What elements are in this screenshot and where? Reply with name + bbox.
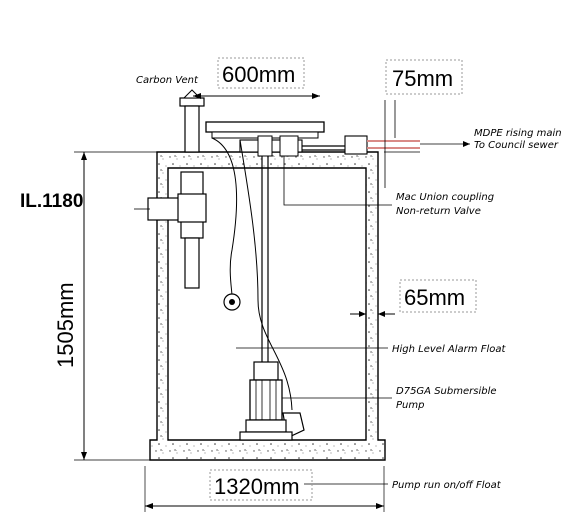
coupling-label-2: Non-return Valve bbox=[396, 206, 481, 217]
submersible-pump bbox=[239, 361, 293, 441]
depth-dimension bbox=[74, 151, 160, 461]
width-value: 1320mm bbox=[214, 474, 300, 499]
alarm-float-label: High Level Alarm Float bbox=[392, 344, 506, 355]
pump-label-1: D75GA Submersible bbox=[396, 386, 497, 397]
coupling-label-1: Mac Union coupling bbox=[396, 192, 494, 203]
invert-level-label: IL.1180 bbox=[20, 191, 83, 212]
pipe-size-dimension bbox=[384, 100, 396, 188]
width-dimension bbox=[144, 466, 385, 512]
rising-main bbox=[367, 140, 420, 153]
discharge-pipe bbox=[239, 135, 368, 370]
wall-thickness-value: 65mm bbox=[404, 285, 465, 310]
pipe-size-value: 75mm bbox=[392, 66, 453, 91]
pump-label-2: Pump bbox=[396, 400, 424, 411]
rising-main-label-2: To Council sewer bbox=[474, 140, 559, 151]
run-float-label: Pump run on/off Float bbox=[392, 480, 502, 491]
wall-dimension bbox=[350, 310, 395, 320]
alarm-float bbox=[211, 137, 241, 311]
carbon-vent bbox=[179, 89, 205, 153]
callout-leaders bbox=[236, 141, 470, 485]
vent-offset-dimension bbox=[193, 93, 320, 99]
dimension-boxes bbox=[209, 57, 477, 501]
inlet-pipe bbox=[147, 171, 207, 289]
depth-value: 1505mm bbox=[53, 282, 78, 368]
vent-offset-value: 600mm bbox=[222, 62, 295, 87]
rising-main-label-1: MDPE rising main bbox=[474, 128, 562, 139]
carbon-vent-label: Carbon Vent bbox=[136, 75, 199, 86]
